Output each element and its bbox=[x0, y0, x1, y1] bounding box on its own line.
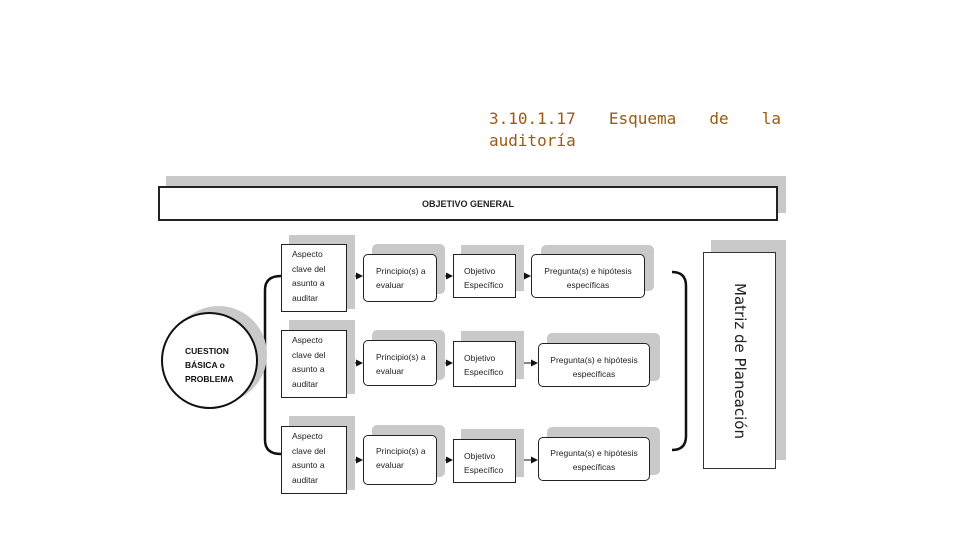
objetivo-text: Objetivo bbox=[464, 451, 496, 461]
matriz-planeacion-label: Matriz de Planeación bbox=[730, 282, 749, 439]
title-word-la: la bbox=[761, 109, 781, 128]
cuestion-line3: PROBLEMA bbox=[185, 374, 234, 384]
aspecto-text: auditar bbox=[292, 474, 318, 485]
pregunta-box-3: Pregunta(s) e hipótesis específicas bbox=[538, 437, 650, 481]
principio-text: evaluar bbox=[376, 460, 404, 470]
aspecto-text: asunto a bbox=[292, 364, 325, 374]
cuestion-basica-circle: CUESTION BÁSICA o PROBLEMA bbox=[161, 312, 258, 409]
aspecto-text: clave del bbox=[292, 445, 326, 456]
pregunta-text: Pregunta(s) e hipótesis bbox=[550, 355, 638, 365]
principio-text: evaluar bbox=[376, 366, 404, 376]
title-line2: auditoría bbox=[489, 131, 576, 150]
aspecto-text: asunto a bbox=[292, 460, 325, 470]
objetivo-text: Objetivo bbox=[464, 353, 496, 363]
aspecto-text: clave del bbox=[292, 263, 326, 274]
right-bracket bbox=[671, 270, 688, 452]
aspecto-box-1: Aspecto clave del asunto a auditar bbox=[281, 244, 347, 312]
aspecto-text: auditar bbox=[292, 292, 318, 303]
principio-box-1: Principio(s) a evaluar bbox=[363, 254, 437, 302]
objetivo-text: Específico bbox=[464, 367, 504, 377]
pregunta-text: específicas bbox=[566, 280, 610, 290]
objetivo-especifico-box-2: Objetivo Específico bbox=[453, 341, 516, 387]
left-bracket bbox=[263, 274, 282, 456]
objetivo-text: Objetivo bbox=[464, 266, 496, 276]
principio-text: evaluar bbox=[376, 280, 404, 290]
matriz-planeacion-box: Matriz de Planeación bbox=[703, 252, 776, 469]
objetivo-especifico-box-1: Objetivo Específico bbox=[453, 254, 516, 298]
aspecto-text: Aspecto bbox=[292, 249, 323, 259]
principio-box-2: Principio(s) a evaluar bbox=[363, 340, 437, 386]
aspecto-box-3: Aspecto clave del asunto a auditar bbox=[281, 426, 347, 494]
principio-text: Principio(s) a bbox=[376, 352, 426, 362]
cuestion-line1: CUESTION bbox=[185, 346, 229, 356]
title-number: 3.10.1.17 bbox=[489, 109, 576, 128]
aspecto-text: Aspecto bbox=[292, 335, 323, 345]
pregunta-text: específicas bbox=[572, 462, 616, 472]
objetivo-general-box: OBJETIVO GENERAL bbox=[158, 186, 778, 221]
objetivo-text: Específico bbox=[464, 280, 504, 290]
title-word-esquema: Esquema bbox=[608, 109, 677, 128]
pregunta-box-1: Pregunta(s) e hipótesis específicas bbox=[531, 254, 645, 298]
slide-title: 3.10.1.17 Esquema de la auditoría bbox=[489, 108, 781, 152]
pregunta-text: específicas bbox=[572, 369, 616, 379]
principio-box-3: Principio(s) a evaluar bbox=[363, 435, 437, 485]
principio-text: Principio(s) a bbox=[376, 266, 426, 276]
objetivo-text: Específico bbox=[464, 465, 504, 475]
pregunta-box-2: Pregunta(s) e hipótesis específicas bbox=[538, 343, 650, 387]
cuestion-line2: BÁSICA o bbox=[185, 360, 225, 370]
principio-text: Principio(s) a bbox=[376, 446, 426, 456]
pregunta-text: Pregunta(s) e hipótesis bbox=[544, 266, 632, 276]
objetivo-especifico-box-3: Objetivo Específico bbox=[453, 439, 516, 483]
aspecto-box-2: Aspecto clave del asunto a auditar bbox=[281, 330, 347, 398]
aspecto-text: auditar bbox=[292, 378, 318, 389]
aspecto-text: asunto a bbox=[292, 278, 325, 288]
title-word-de: de bbox=[709, 109, 729, 128]
aspecto-text: clave del bbox=[292, 349, 326, 360]
pregunta-text: Pregunta(s) e hipótesis bbox=[550, 448, 638, 458]
aspecto-text: Aspecto bbox=[292, 431, 323, 441]
